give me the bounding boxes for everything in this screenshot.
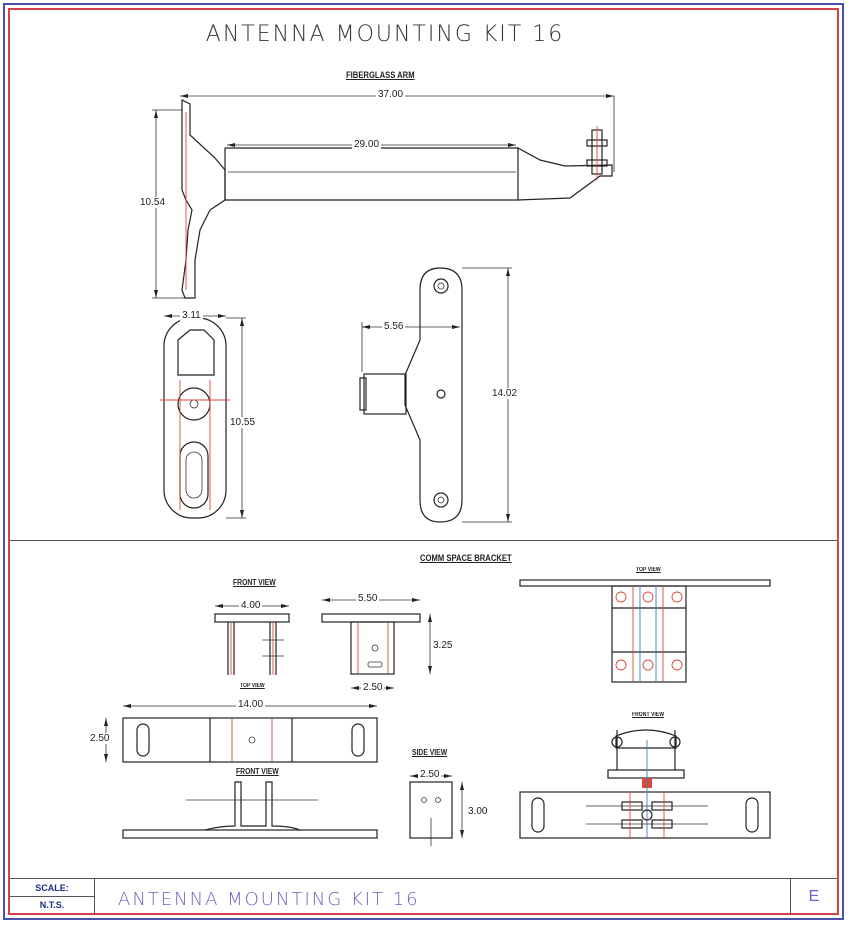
dim-plate-offset: 5.56 <box>382 321 406 332</box>
dim-base-width: 3.11 <box>180 310 203 321</box>
outer-border <box>3 3 844 920</box>
section-label-comm-space-bracket: COMM SPACE BRACKET <box>420 553 512 563</box>
dim-bracket-width: 5.50 <box>356 593 380 604</box>
dim-bracket-height: 3.25 <box>431 640 455 651</box>
dim-base-height: 10.55 <box>228 417 258 428</box>
dim-top-view-length: 14.00 <box>236 699 266 710</box>
title-block-drawing-title: ANTENNA MOUNTING KIT 16 <box>118 889 420 910</box>
fiberglass-arm-side-view <box>152 94 615 299</box>
bracket-side-view <box>409 774 464 846</box>
dim-bracket-base: 2.50 <box>361 682 385 693</box>
bracket-5-50-view <box>321 598 432 690</box>
view-label-front-view: FRONT VIEW <box>236 767 279 776</box>
revision-letter: E <box>790 879 837 914</box>
scale-box: SCALE: N.T.S. <box>10 879 95 914</box>
scale-value: N.T.S. <box>39 900 65 910</box>
arm-plate-view <box>359 267 512 523</box>
dim-bracket-front-width: 4.00 <box>239 600 263 611</box>
dim-arm-height: 10.54 <box>138 197 168 208</box>
arm-base-front-view <box>160 314 246 519</box>
title-block: SCALE: N.T.S. ANTENNA MOUNTING KIT 16 E <box>10 878 837 914</box>
view-label-front-view: FRONT VIEW <box>632 712 665 718</box>
drawing-title: ANTENNA MOUNTING KIT 16 <box>205 22 565 47</box>
dim-top-view-depth: 2.50 <box>88 733 112 744</box>
dim-side-height: 3.00 <box>466 806 490 817</box>
bracket-front-view-long <box>122 781 378 839</box>
view-label-side-view: SIDE VIEW <box>412 748 448 757</box>
view-label-top-view: TOP VIEW <box>636 567 661 573</box>
dim-arm-overall: 37.00 <box>376 89 406 100</box>
dim-side-width: 2.50 <box>418 769 442 780</box>
bracket-front-view <box>214 604 290 675</box>
dim-plate-height: 14.02 <box>490 388 520 399</box>
bracket-top-view-long <box>104 704 378 763</box>
bracket-assembly-front-view <box>519 729 771 839</box>
inner-border <box>8 8 839 915</box>
section-label-fiberglass-arm: FIBERGLASS ARM <box>346 70 415 80</box>
scale-label: SCALE: <box>10 881 94 897</box>
dim-arm-tube: 29.00 <box>352 139 382 150</box>
view-label-top-view: TOP VIEW <box>240 683 265 689</box>
view-label-front-view: FRONT VIEW <box>233 578 276 587</box>
bracket-assembly-top-view <box>519 579 771 683</box>
section-divider <box>10 540 837 541</box>
